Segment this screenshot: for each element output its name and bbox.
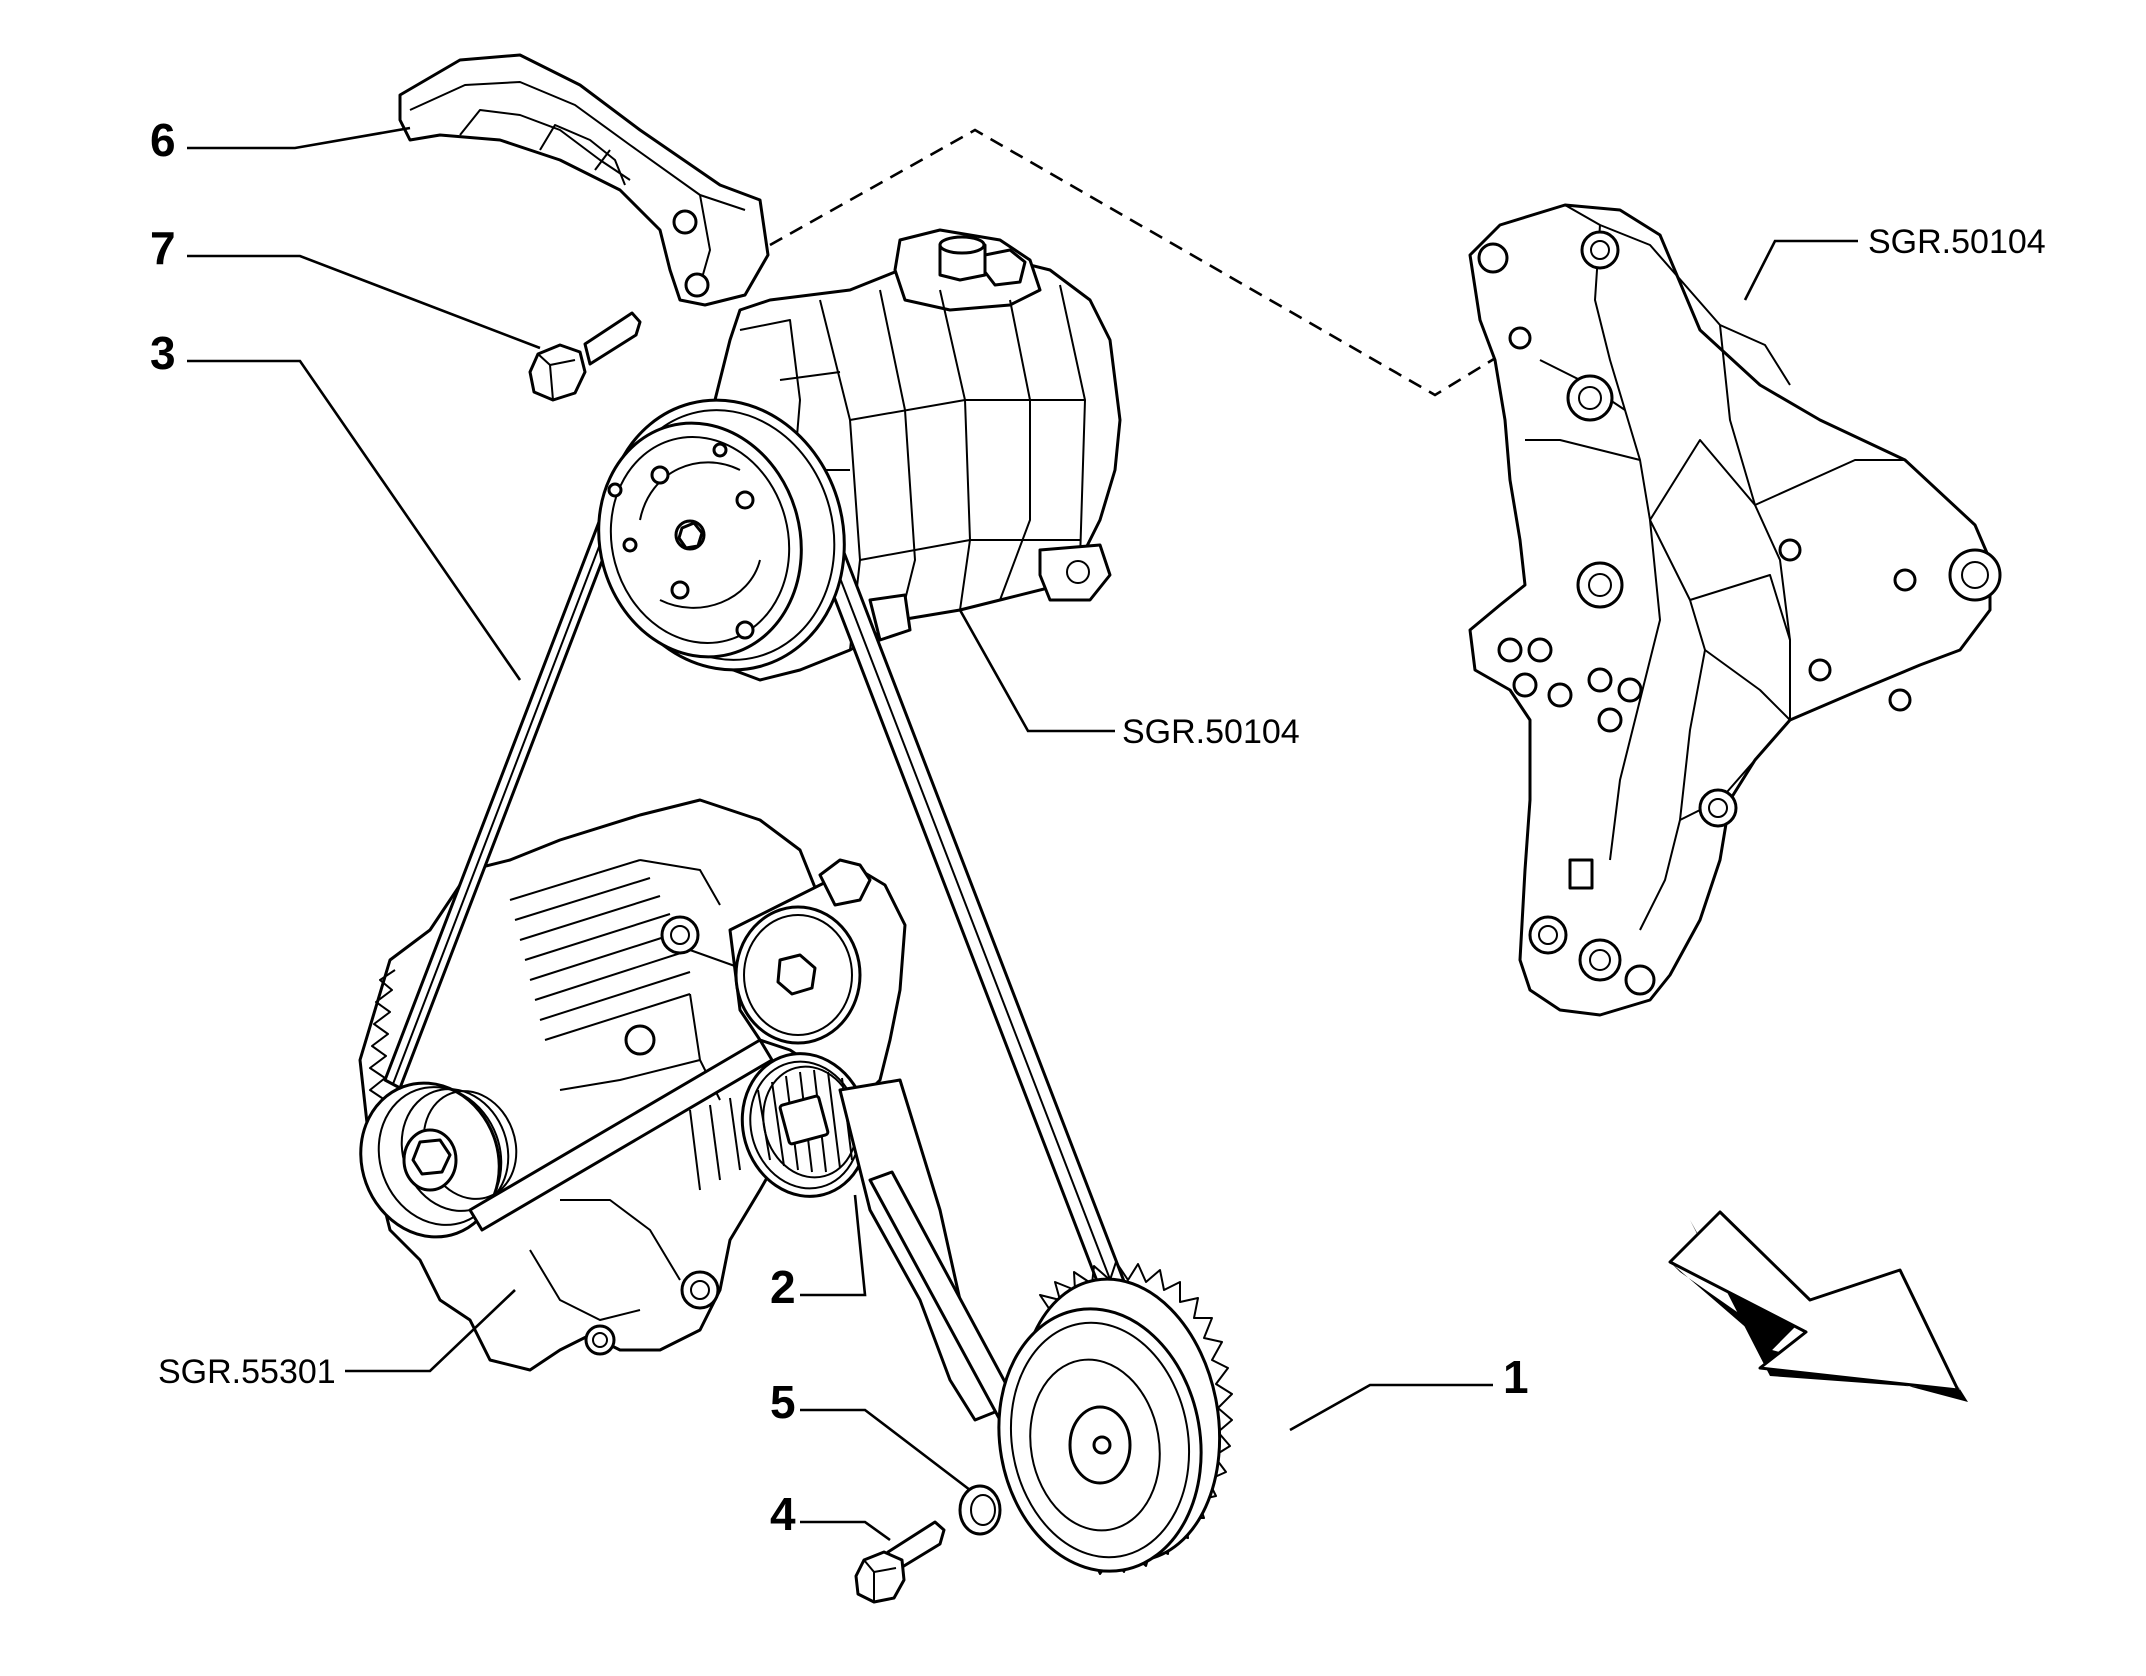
ref-compressor: SGR.50104	[1122, 713, 1300, 751]
callout-5: 5	[770, 1376, 796, 1428]
leader-1	[1289, 1383, 1493, 1432]
compressor-pulley	[597, 398, 846, 672]
leader-5	[800, 1408, 971, 1492]
leader-6	[187, 126, 411, 150]
washer-part-5	[958, 1484, 1002, 1536]
callout-2: 2	[770, 1261, 796, 1313]
bolt-part-7	[528, 311, 642, 402]
mounting-bracket	[1468, 203, 2002, 1017]
callout-3: 3	[150, 327, 176, 379]
crankshaft-pulley	[997, 1261, 1233, 1575]
leader-2	[800, 1194, 867, 1297]
alternator	[358, 798, 832, 1372]
callout-7: 7	[150, 222, 176, 274]
poly-v-belt	[383, 473, 1162, 1422]
belt-guard-bracket	[398, 53, 770, 307]
relation-dashed-line	[769, 128, 1526, 397]
arrow-down-right-icon	[1668, 1210, 1968, 1402]
callout-1: 1	[1503, 1351, 1529, 1403]
bolt-part-4	[854, 1520, 946, 1604]
leader-sgr-bracket	[1743, 239, 1858, 301]
leader-sgr-alternator	[345, 1289, 516, 1373]
leader-3	[187, 359, 522, 681]
leader-sgr-compressor	[958, 609, 1115, 733]
leader-7	[187, 254, 541, 350]
ref-bracket: SGR.50104	[1868, 223, 2046, 261]
callout-4: 4	[770, 1488, 796, 1540]
callout-6: 6	[150, 114, 176, 166]
ref-alternator: SGR.55301	[158, 1353, 336, 1391]
leader-4	[800, 1520, 891, 1542]
